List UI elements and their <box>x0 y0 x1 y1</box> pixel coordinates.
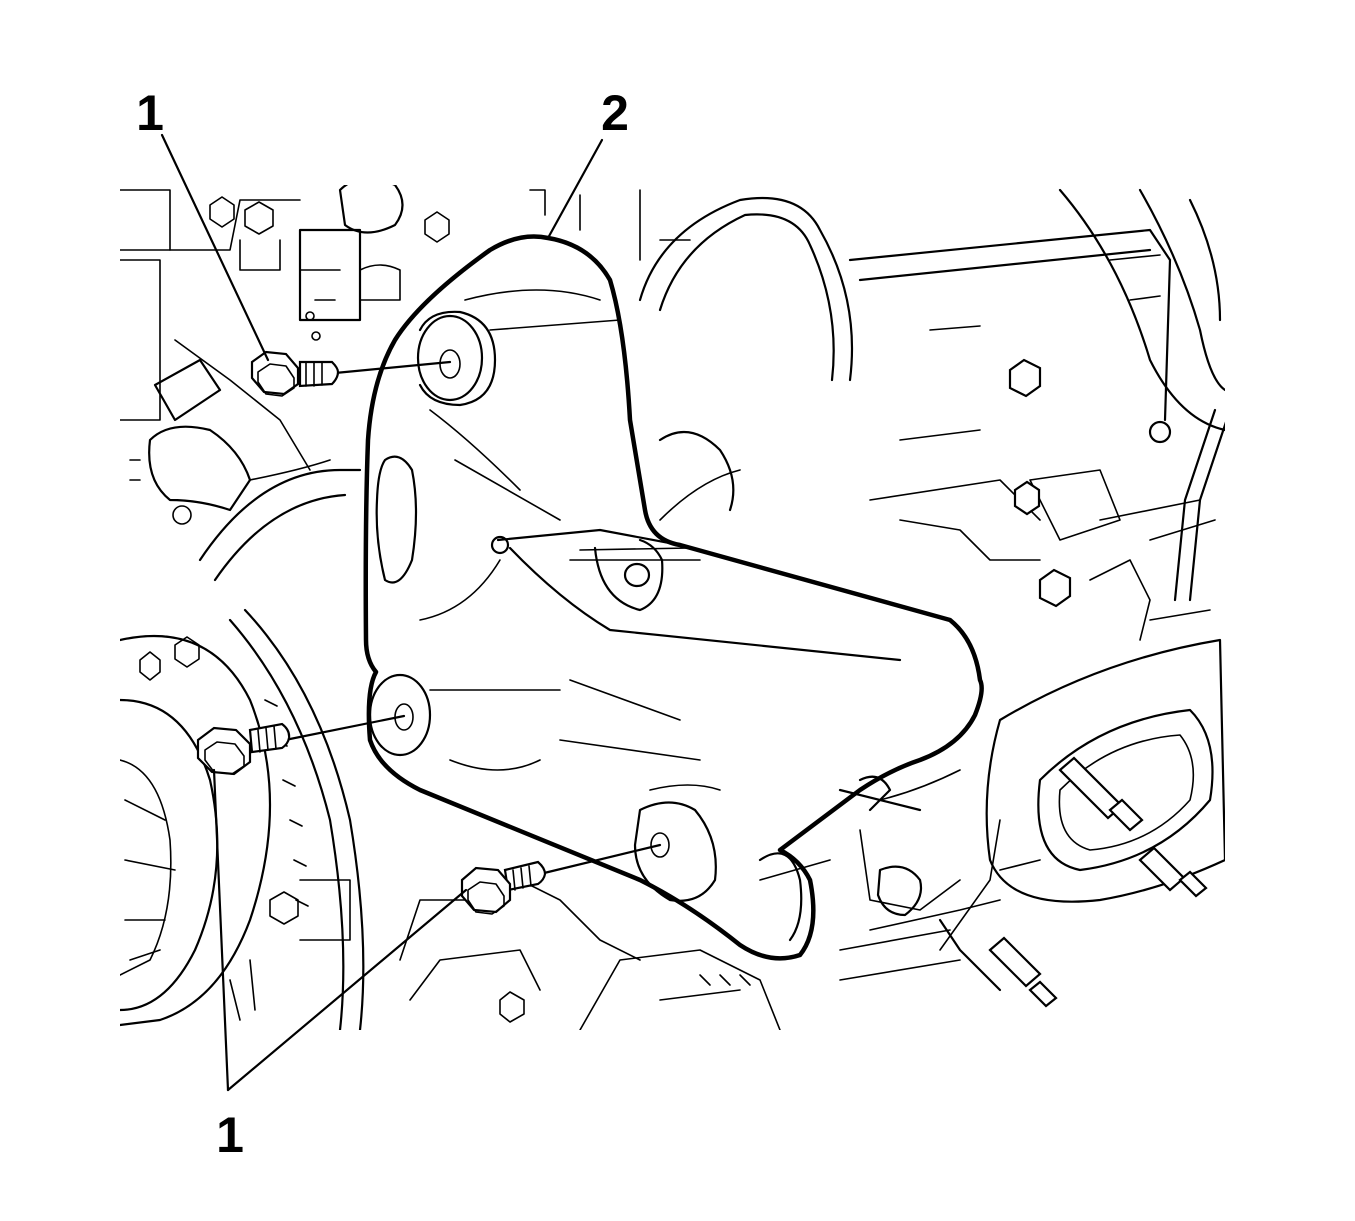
callout-1-top: 1 <box>136 85 164 141</box>
mounting-bracket <box>363 234 984 961</box>
callout-leaders <box>160 133 604 1092</box>
callout-2-bracket: 2 <box>601 85 629 141</box>
bolt-bottom <box>460 843 662 915</box>
engine-background <box>120 185 1225 1030</box>
callout-1-bottom: 1 <box>216 1107 244 1163</box>
bolt-top <box>250 350 452 397</box>
bolt-left <box>196 714 406 776</box>
